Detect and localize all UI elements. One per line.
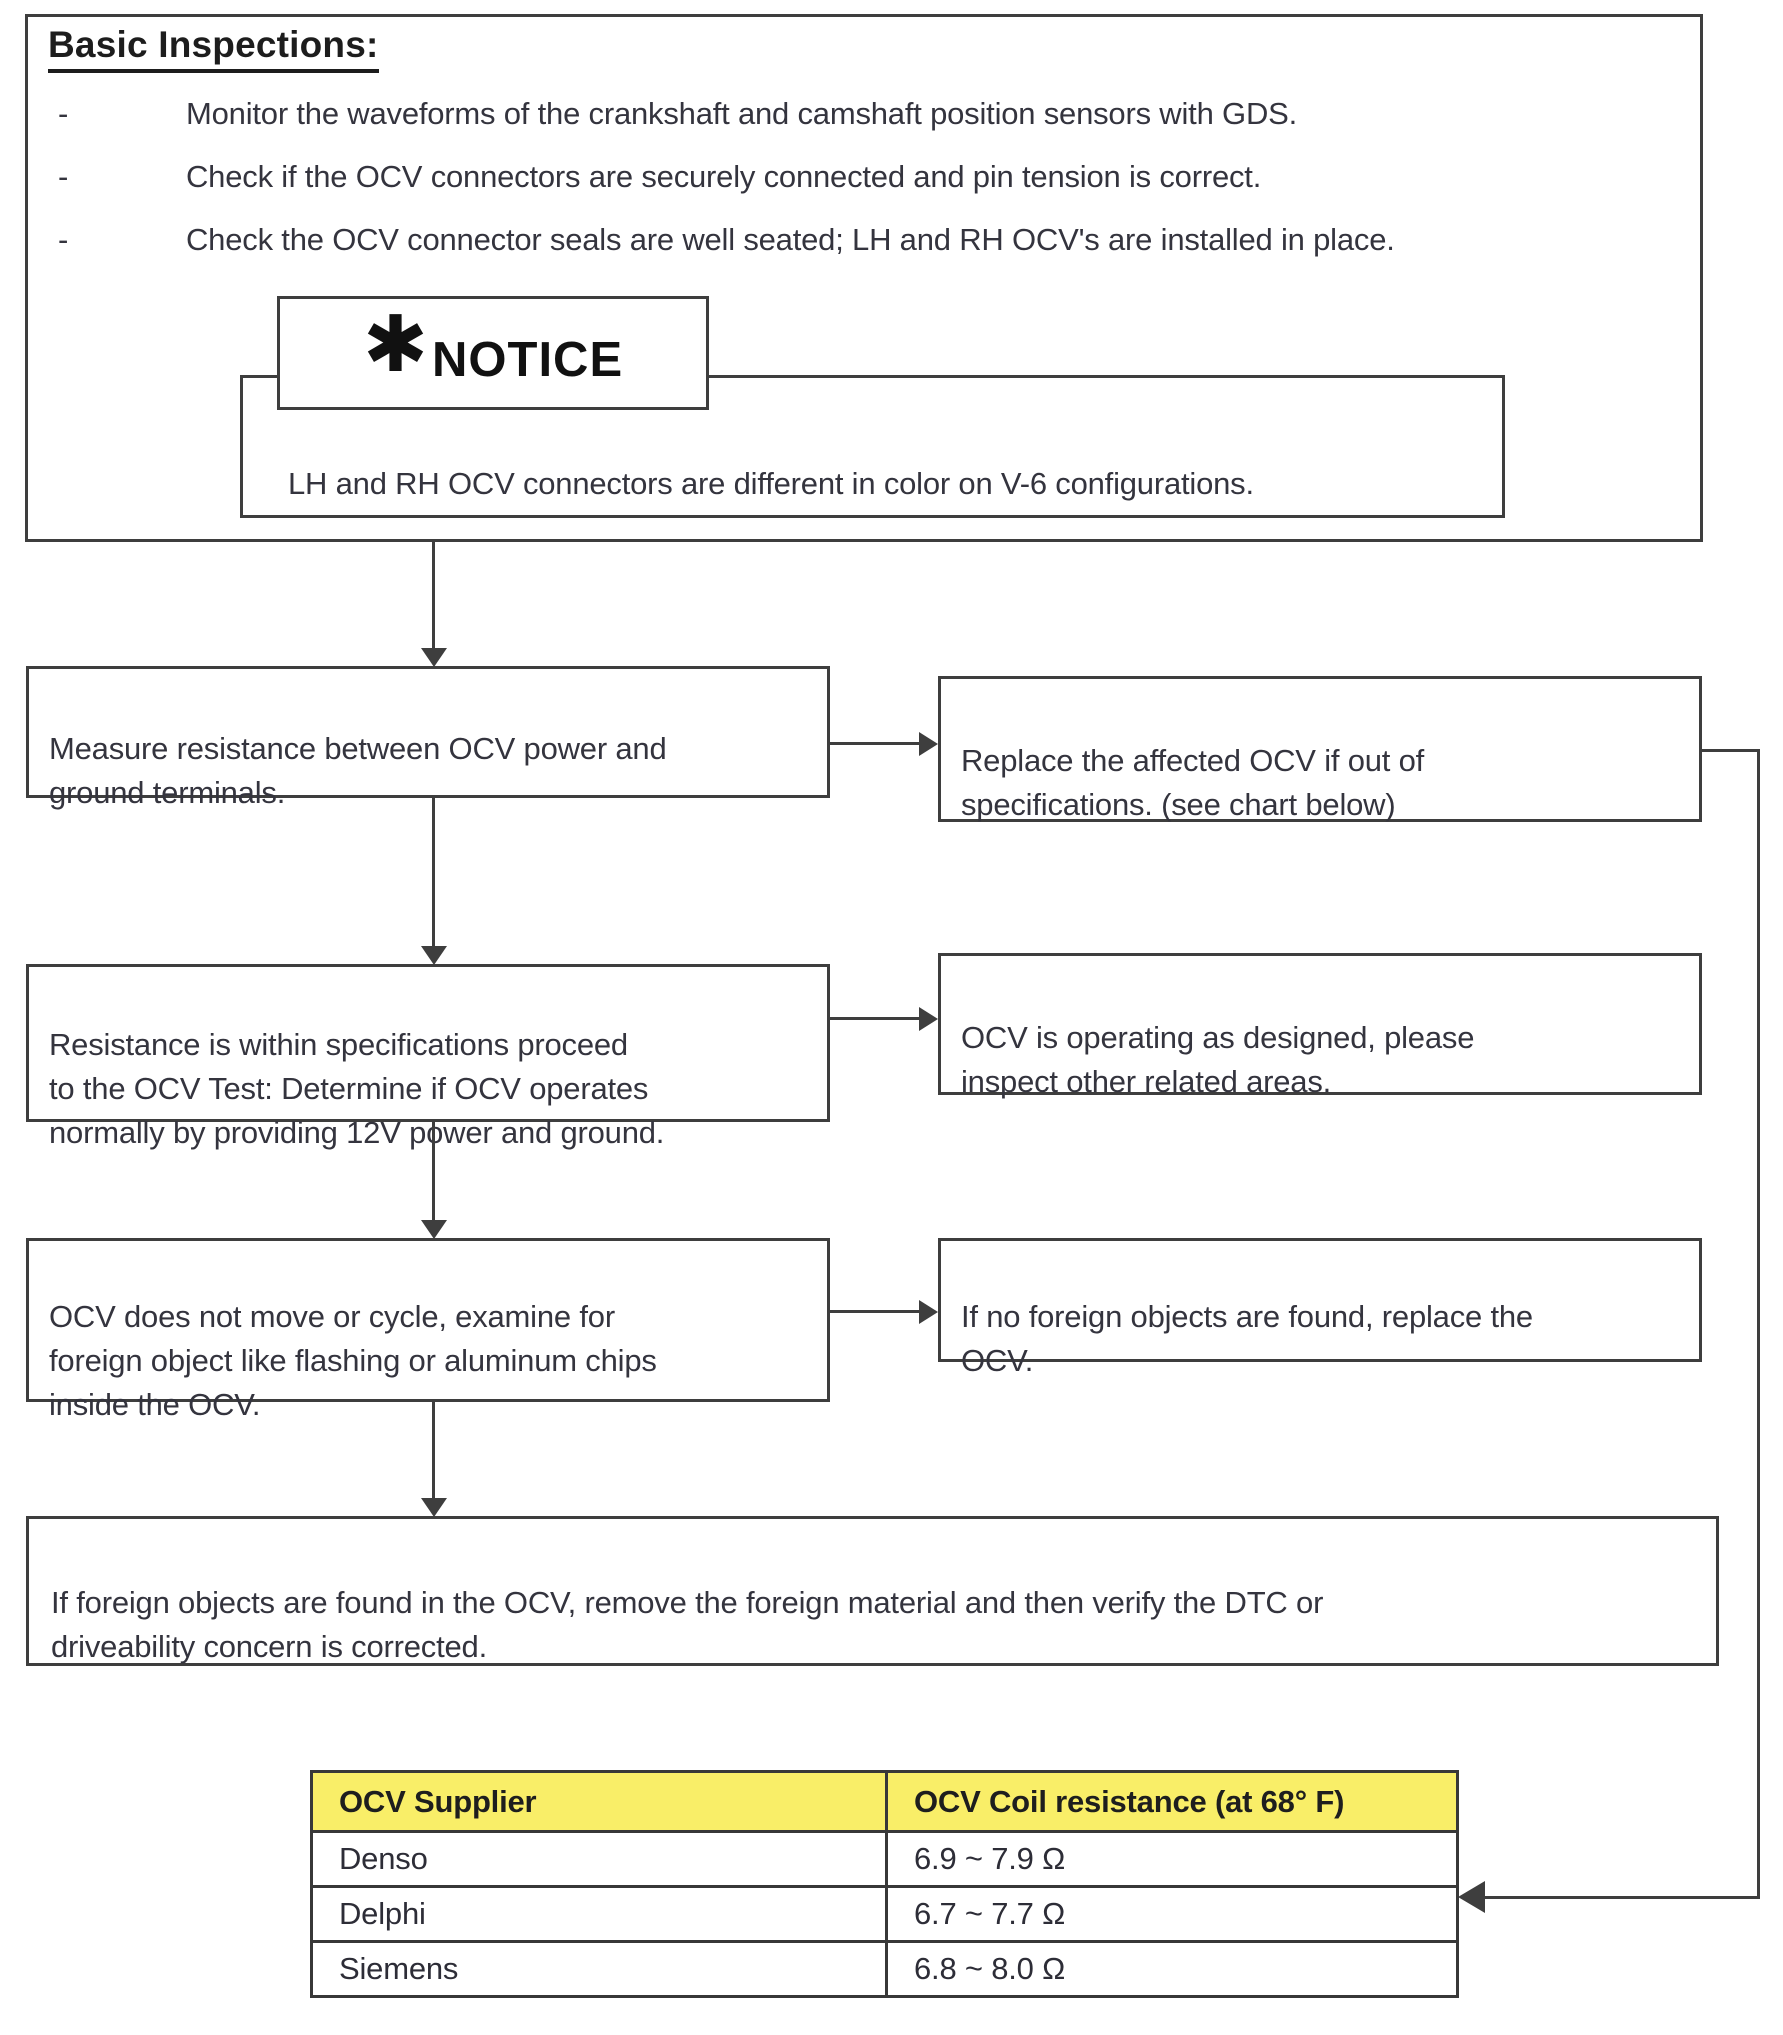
supplier-cell: Delphi [310, 1885, 888, 1943]
arrow-right-icon [919, 1007, 938, 1031]
table-row: Denso 6.9 ~ 7.9 Ω [310, 1830, 1459, 1888]
flow-arrow-right-1 [830, 742, 922, 745]
inspection-bullet: - Monitor the waveforms of the crankshaft… [58, 96, 1297, 132]
result-connector-bottom [1484, 1896, 1760, 1899]
bullet-dash: - [58, 96, 69, 131]
flow-step-ocv-test: Resistance is within specifications proc… [26, 964, 830, 1150]
arrow-down-icon [421, 1220, 447, 1239]
arrow-down-icon [421, 1498, 447, 1517]
bullet-text: Monitor the waveforms of the crankshaft … [186, 96, 1298, 131]
basic-inspections-title: Basic Inspections: [48, 24, 379, 73]
bullet-text: Check the OCV connector seals are well s… [186, 222, 1395, 257]
table-row: Delphi 6.7 ~ 7.7 Ω [310, 1885, 1459, 1943]
notice-label: NOTICE [432, 333, 624, 387]
bullet-text: Check if the OCV connectors are securely… [186, 159, 1262, 194]
flow-step-text: Resistance is within specifications proc… [49, 1027, 665, 1150]
resistance-cell: 6.8 ~ 8.0 Ω [885, 1940, 1459, 1998]
bullet-dash: - [58, 222, 69, 257]
flow-arrow-down-4 [432, 1402, 435, 1500]
resistance-cell: 6.9 ~ 7.9 Ω [885, 1830, 1459, 1888]
flow-arrow-right-2 [830, 1017, 922, 1020]
result-connector-side [1757, 749, 1760, 1899]
notice-asterisk-icon: ✱ [362, 299, 429, 390]
flow-step-text: Measure resistance between OCV power and… [49, 731, 667, 810]
arrow-down-icon [421, 946, 447, 965]
arrow-right-icon [919, 732, 938, 756]
flow-arrow-down-1 [432, 542, 435, 650]
arrow-down-icon [421, 648, 447, 667]
supplier-cell: Siemens [310, 1940, 888, 1998]
flow-final-remove-foreign-material: If foreign objects are found in the OCV,… [26, 1516, 1719, 1666]
flow-arrow-down-3 [432, 1122, 435, 1222]
result-connector-top [1700, 749, 1760, 752]
flow-final-text: If foreign objects are found in the OCV,… [51, 1585, 1324, 1664]
bullet-dash: - [58, 159, 69, 194]
flow-result-text: If no foreign objects are found, replace… [961, 1299, 1533, 1378]
resistance-header-cell: OCV Coil resistance (at 68° F) [885, 1770, 1459, 1833]
inspection-bullet: - Check the OCV connector seals are well … [58, 222, 1395, 258]
flow-step-text: OCV does not move or cycle, examine for … [49, 1299, 657, 1422]
flow-result-replace-if-no-objects: If no foreign objects are found, replace… [938, 1238, 1702, 1378]
notice-text: LH and RH OCV connectors are different i… [288, 466, 1254, 501]
flow-step-measure-resistance: Measure resistance between OCV power and… [26, 666, 830, 810]
resistance-cell: 6.7 ~ 7.7 Ω [885, 1885, 1459, 1943]
flow-arrow-down-2 [432, 798, 435, 948]
table-header-row: OCV Supplier OCV Coil resistance (at 68°… [310, 1770, 1459, 1833]
notice-badge: ✱ NOTICE [277, 296, 709, 410]
supplier-header-cell: OCV Supplier [310, 1770, 888, 1833]
arrow-right-icon [919, 1300, 938, 1324]
flow-step-examine-foreign-objects: OCV does not move or cycle, examine for … [26, 1238, 830, 1422]
flow-result-text: OCV is operating as designed, please ins… [961, 1020, 1475, 1099]
inspection-bullet: - Check if the OCV connectors are securel… [58, 159, 1261, 195]
flow-result-replace-ocv: Replace the affected OCV if out of speci… [938, 676, 1702, 822]
flow-result-text: Replace the affected OCV if out of speci… [961, 743, 1425, 822]
ocv-spec-table: OCV Supplier OCV Coil resistance (at 68°… [310, 1770, 1459, 1998]
flow-arrow-right-3 [830, 1310, 922, 1313]
table-row: Siemens 6.8 ~ 8.0 Ω [310, 1940, 1459, 1998]
supplier-cell: Denso [310, 1830, 888, 1888]
arrow-left-icon [1458, 1881, 1485, 1913]
flow-result-ocv-operating: OCV is operating as designed, please ins… [938, 953, 1702, 1099]
